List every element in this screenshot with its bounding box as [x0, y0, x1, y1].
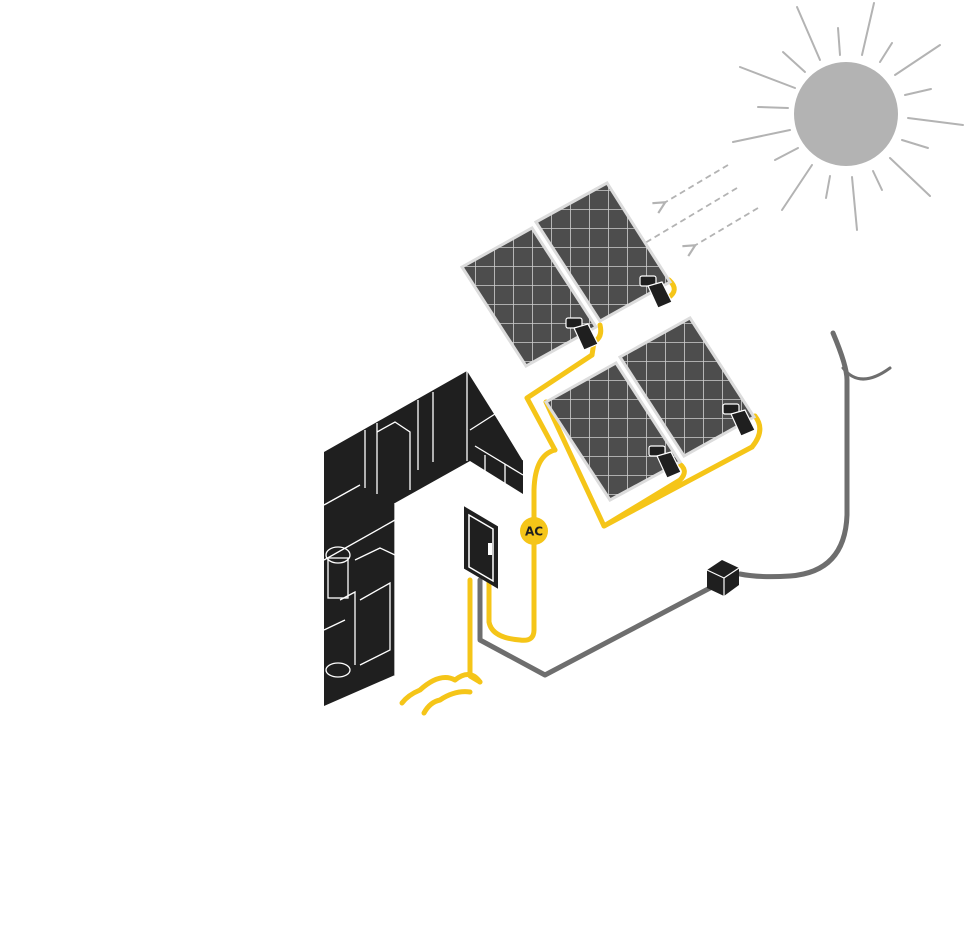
microinverter-icon	[565, 317, 599, 351]
sun-disc	[794, 62, 898, 166]
microinverter-icon	[639, 275, 673, 309]
sun-icon	[732, 2, 964, 231]
house-body	[324, 371, 523, 706]
solar-array-bottom	[543, 316, 757, 502]
solar-array-top	[459, 181, 673, 368]
solar-panel-icon	[617, 316, 757, 458]
house-detail-lines	[323, 371, 524, 678]
microinverters	[565, 275, 756, 479]
sunlight-arrows	[640, 164, 759, 246]
service-panel-icon	[464, 506, 498, 589]
microinverter-icon	[648, 445, 682, 479]
utility-meter-icon	[706, 560, 740, 596]
ac-badge: AC	[520, 517, 548, 545]
sun-rays	[732, 2, 964, 231]
ac-label: AC	[525, 525, 543, 539]
solar-panel-icon	[533, 181, 673, 323]
solar-panel-icon	[543, 361, 683, 502]
microinverter-icon	[722, 403, 756, 437]
house-icon	[323, 371, 524, 706]
grid-wire	[477, 330, 892, 678]
solar-panel-icon	[459, 226, 599, 368]
